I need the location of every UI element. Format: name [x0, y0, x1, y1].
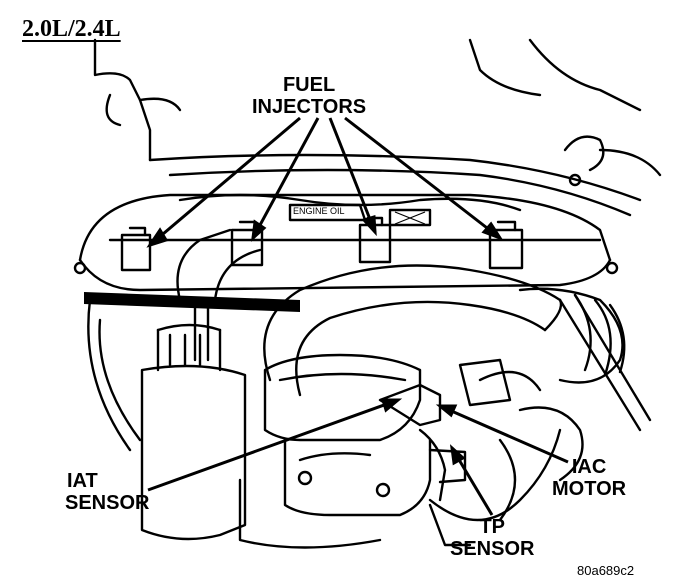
iat-sensor-label: IAT SENSOR	[65, 470, 149, 514]
iat-sensor-label-line1: IAT	[67, 470, 98, 492]
fuel-injectors-label-line2: INJECTORS	[252, 96, 367, 118]
iat-sensor-label-line2: SENSOR	[65, 492, 150, 514]
iac-motor-label-line1: IAC	[571, 456, 607, 478]
iac-motor-label-line2: MOTOR	[552, 478, 627, 500]
fuel-injectors-label-line1: FUEL	[282, 74, 336, 96]
tp-sensor-label-line1: TP	[479, 516, 506, 538]
fuel-injectors-label: FUEL INJECTORS	[252, 74, 366, 118]
tp-sensor-label-line2: SENSOR	[450, 538, 535, 560]
iac-motor-label: IAC MOTOR	[552, 456, 626, 500]
engine-size-title: 2.0L/2.4L	[22, 16, 121, 42]
engine-oil-cap-text: ENGINE OIL	[293, 206, 345, 216]
tp-sensor-label: TP SENSOR	[450, 516, 534, 560]
figure-code: 80a689c2	[577, 563, 635, 578]
